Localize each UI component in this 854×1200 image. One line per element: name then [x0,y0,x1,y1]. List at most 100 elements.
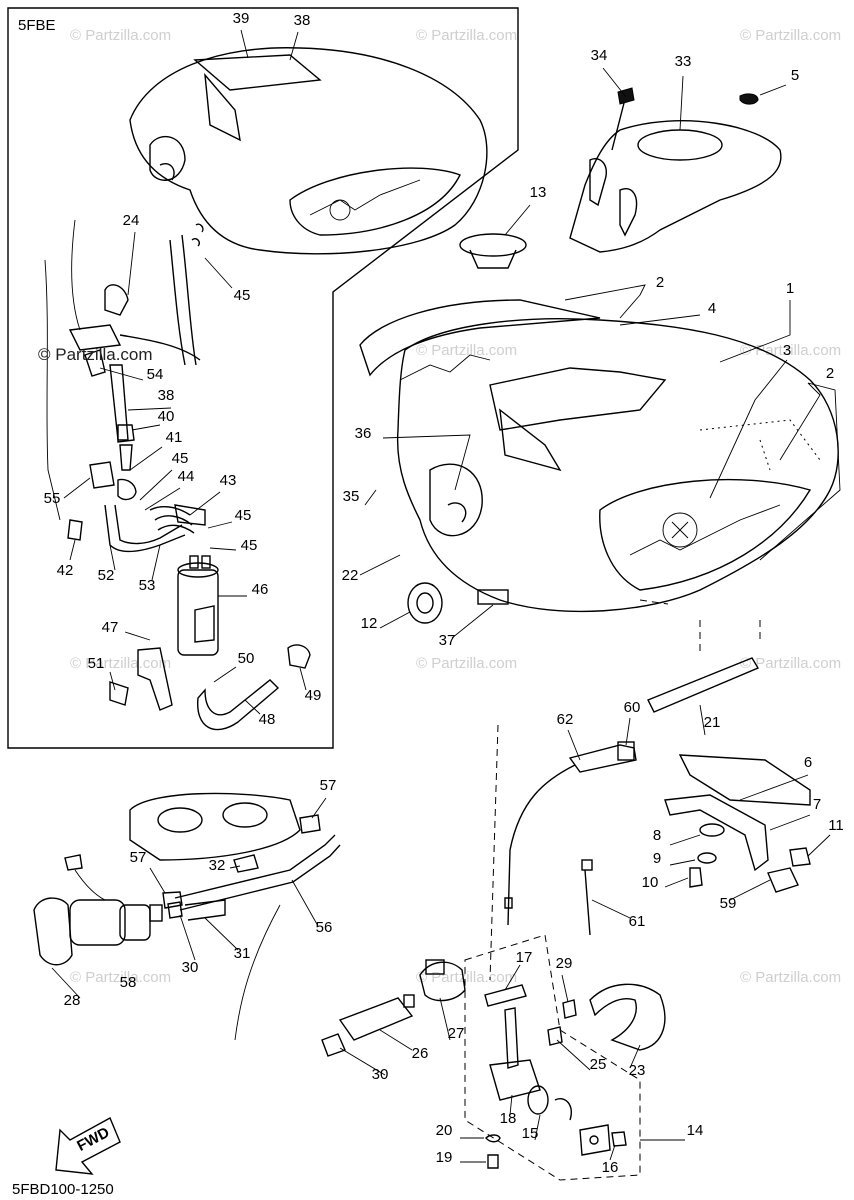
watermark: © Partzilla.com [740,655,841,672]
callout-55[interactable]: 55 [44,490,61,507]
callout-32[interactable]: 32 [209,857,226,874]
callout-2[interactable]: 2 [656,274,664,291]
callout-19[interactable]: 19 [436,1149,453,1166]
callout-12[interactable]: 12 [361,615,378,632]
watermark: © Partzilla.com [416,342,517,359]
callout-45[interactable]: 45 [241,537,258,554]
callout-34[interactable]: 34 [591,47,608,64]
watermark: © Partzilla.com [740,27,841,44]
fuel-sender[interactable] [419,959,466,1002]
watermark-main: © Partzilla.com [38,345,153,364]
callout-62[interactable]: 62 [557,711,574,728]
fuel-tank[interactable] [359,299,839,613]
callout-3[interactable]: 3 [783,342,791,359]
fuel-hoses[interactable] [162,814,341,1041]
callout-57[interactable]: 57 [130,849,147,866]
fuel-pump[interactable] [33,854,163,966]
callout-58[interactable]: 58 [120,974,137,991]
fuel-filter[interactable] [321,994,415,1057]
callout-36[interactable]: 36 [355,425,372,442]
callout-6[interactable]: 6 [804,754,812,771]
callout-30[interactable]: 30 [182,959,199,976]
watermark: © Partzilla.com [416,655,517,672]
watermark: © Partzilla.com [70,969,171,986]
callout-48[interactable]: 48 [259,711,276,728]
callout-25[interactable]: 25 [590,1056,607,1073]
watermark: © Partzilla.com [740,342,841,359]
callout-43[interactable]: 43 [220,472,237,489]
callout-50[interactable]: 50 [238,650,255,667]
callout-8[interactable]: 8 [653,827,661,844]
callout-52[interactable]: 52 [98,567,115,584]
callout-33[interactable]: 33 [675,53,692,70]
callout-7[interactable]: 7 [813,796,821,813]
callout-41[interactable]: 41 [166,429,183,446]
callout-39[interactable]: 39 [233,10,250,27]
callout-47[interactable]: 47 [102,619,119,636]
fuel-cap[interactable] [459,233,527,269]
air-box[interactable] [129,792,301,861]
callout-1[interactable]: 1 [786,280,794,297]
callout-13[interactable]: 13 [530,184,547,201]
damper-grommet[interactable] [407,582,443,624]
callout-20[interactable]: 20 [436,1122,453,1139]
callout-26[interactable]: 26 [412,1045,429,1062]
callout-38[interactable]: 38 [158,387,175,404]
callout-16[interactable]: 16 [602,1159,619,1176]
callout-42[interactable]: 42 [57,562,74,579]
cable-tie[interactable] [581,859,593,936]
callout-31[interactable]: 31 [234,945,251,962]
damper-strip[interactable] [477,589,760,713]
callout-61[interactable]: 61 [629,913,646,930]
tank-cover-panel[interactable] [569,87,782,253]
callout-37[interactable]: 37 [439,632,456,649]
callout-10[interactable]: 10 [642,874,659,891]
callout-23[interactable]: 23 [629,1062,646,1079]
callout-45[interactable]: 45 [234,287,251,304]
callout-40[interactable]: 40 [158,408,175,425]
callout-53[interactable]: 53 [139,577,156,594]
callout-54[interactable]: 54 [147,366,164,383]
callout-27[interactable]: 27 [448,1025,465,1042]
inset-frame: 5FBE [7,7,519,749]
choke-cable[interactable] [504,741,637,926]
callout-49[interactable]: 49 [305,687,322,704]
callout-51[interactable]: 51 [88,655,105,672]
callout-29[interactable]: 29 [556,955,573,972]
forward-arrow-label: FWD [74,1124,112,1155]
callout-45[interactable]: 45 [235,507,252,524]
inset-fuel-tank[interactable] [129,47,488,255]
callout-45[interactable]: 45 [172,450,189,467]
callout-14[interactable]: 14 [687,1122,704,1139]
fuel-cock-assembly[interactable] [464,934,666,1181]
callout-35[interactable]: 35 [343,488,360,505]
watermark: © Partzilla.com [416,969,517,986]
callout-46[interactable]: 46 [252,581,269,598]
callout-2[interactable]: 2 [826,365,834,382]
callout-11[interactable]: 11 [828,817,844,834]
callout-21[interactable]: 21 [704,714,721,731]
callout-38[interactable]: 38 [294,12,311,29]
tank-bracket[interactable] [664,754,811,893]
watermark: © Partzilla.com [416,27,517,44]
callout-22[interactable]: 22 [342,567,359,584]
leader-lines [51,29,841,1163]
callout-24[interactable]: 24 [123,212,140,229]
callout-60[interactable]: 60 [624,699,641,716]
watermark: © Partzilla.com [740,969,841,986]
inset-fuel-pump-assembly[interactable] [44,219,311,731]
callout-59[interactable]: 59 [720,895,737,912]
callout-28[interactable]: 28 [64,992,81,1009]
callout-5[interactable]: 5 [791,67,799,84]
callout-9[interactable]: 9 [653,850,661,867]
callout-44[interactable]: 44 [178,468,195,485]
callout-15[interactable]: 15 [522,1125,539,1142]
callout-17[interactable]: 17 [516,949,533,966]
callout-30[interactable]: 30 [372,1066,389,1083]
callout-18[interactable]: 18 [500,1110,517,1127]
callout-56[interactable]: 56 [316,919,333,936]
callout-57[interactable]: 57 [320,777,337,794]
forward-arrow: FWD [55,1117,121,1175]
callout-4[interactable]: 4 [708,300,716,317]
